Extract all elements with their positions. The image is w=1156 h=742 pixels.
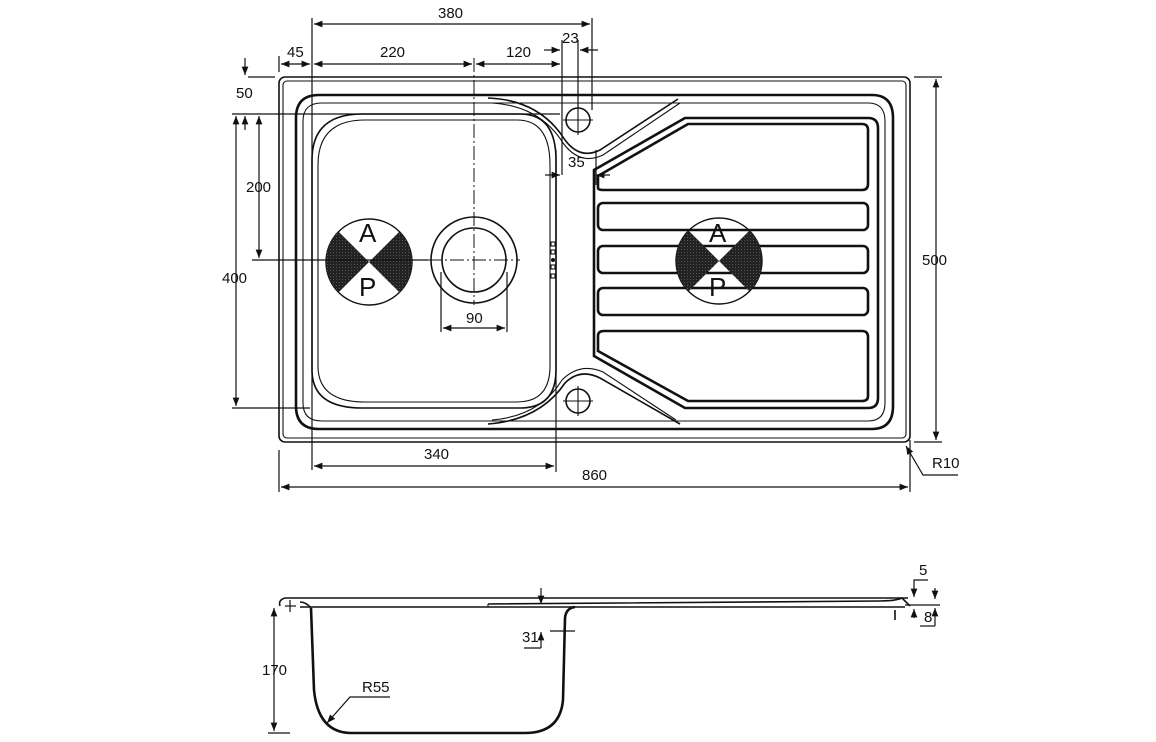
dim-overall-depth: 500 <box>922 252 948 269</box>
drainer-ribs <box>596 122 870 403</box>
section-view <box>268 579 940 735</box>
dim-overall-width: 380 <box>438 5 464 22</box>
dim-rim-height: 8 <box>924 609 933 626</box>
dim-bowl-drainer-gap: 35 <box>568 154 585 171</box>
dim-drainer-depth: 31 <box>522 629 539 646</box>
dim-overall-length: 860 <box>582 467 608 484</box>
dim-corner-radius: R10 <box>932 455 960 472</box>
inner-contour <box>294 93 895 431</box>
dim-bowl-length: 400 <box>222 270 248 287</box>
dim-edge-to-bowl: 45 <box>287 44 304 61</box>
drainer-ap-symbol <box>675 217 763 305</box>
section-dimensions <box>268 579 940 734</box>
dim-bowl-width: 340 <box>424 446 450 463</box>
dim-waste-to-tap: 120 <box>506 44 532 61</box>
dim-tap-offset: 23 <box>562 30 579 47</box>
drainer-symbol-top-letter: A <box>709 218 727 248</box>
dim-waste-from-top: 200 <box>246 179 272 196</box>
tap-hole-bottom <box>563 386 593 416</box>
tap-hole-top <box>563 105 593 135</box>
overflow-slots <box>550 241 556 279</box>
dim-bowl-depth: 170 <box>262 662 288 679</box>
bowl-symbol-bottom-letter: P <box>359 272 377 302</box>
drainer-symbol-bottom-letter: P <box>709 272 727 302</box>
plan-view <box>232 18 958 492</box>
dim-top-margin: 50 <box>236 85 253 102</box>
plan-dimensions <box>232 18 958 492</box>
dim-bowl-to-waste: 220 <box>380 44 406 61</box>
dim-bowl-radius: R55 <box>362 679 390 696</box>
dim-rim-thickness: 5 <box>919 562 928 579</box>
bowl-symbol-top-letter: A <box>359 218 377 248</box>
dim-waste-diameter: 90 <box>466 310 483 327</box>
waste-outlet <box>428 58 520 305</box>
drainer-outline <box>592 116 880 410</box>
bowl-section <box>309 605 576 735</box>
bowl-ap-symbol <box>325 218 413 306</box>
